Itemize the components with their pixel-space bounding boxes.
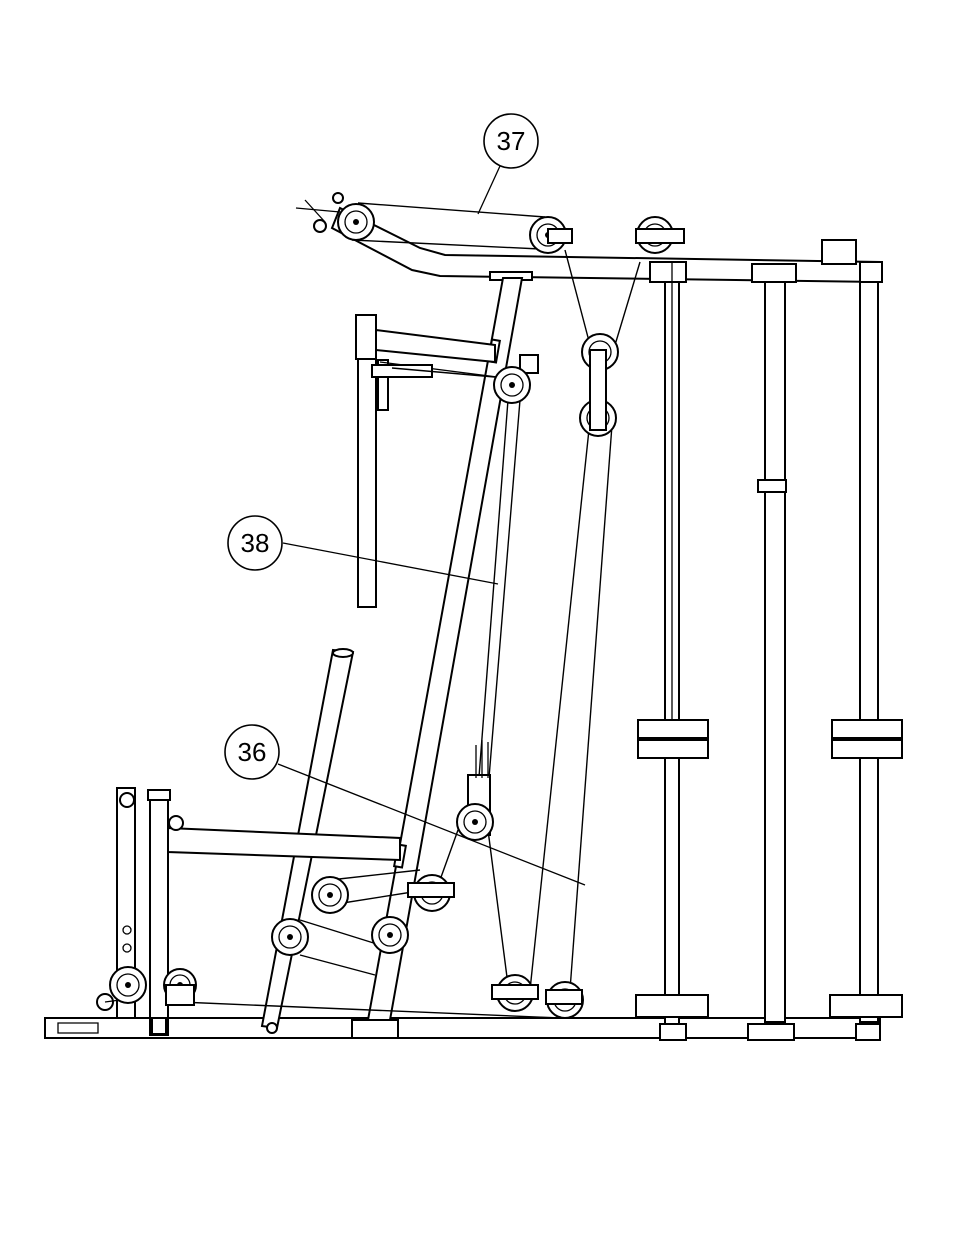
pulley-base-left [164,969,196,1005]
callout-36-label: 36 [238,737,267,767]
rear-uprights [665,262,878,1024]
pulley-top-right [636,217,684,253]
callout-38-label: 38 [241,528,270,558]
upper-press-bar [356,315,538,607]
base-frame [45,1018,880,1040]
top-frame [332,208,882,282]
callout-37: 37 [478,114,538,214]
pulley-upper-bracket [494,367,530,403]
pulley-base-right [546,982,583,1018]
pulley-seat-bottom [110,967,146,1003]
floating-pulley-plate [590,350,606,430]
pulley-lower-a [312,877,348,913]
pulley-lower-c [372,917,408,953]
callout-37-label: 37 [497,126,526,156]
pulley-top-left [338,204,374,240]
pulley-lower-floating [457,804,493,840]
pulley-top-mid [530,217,572,253]
seat-frame [97,788,400,1035]
pulley-lower-b [272,919,308,955]
